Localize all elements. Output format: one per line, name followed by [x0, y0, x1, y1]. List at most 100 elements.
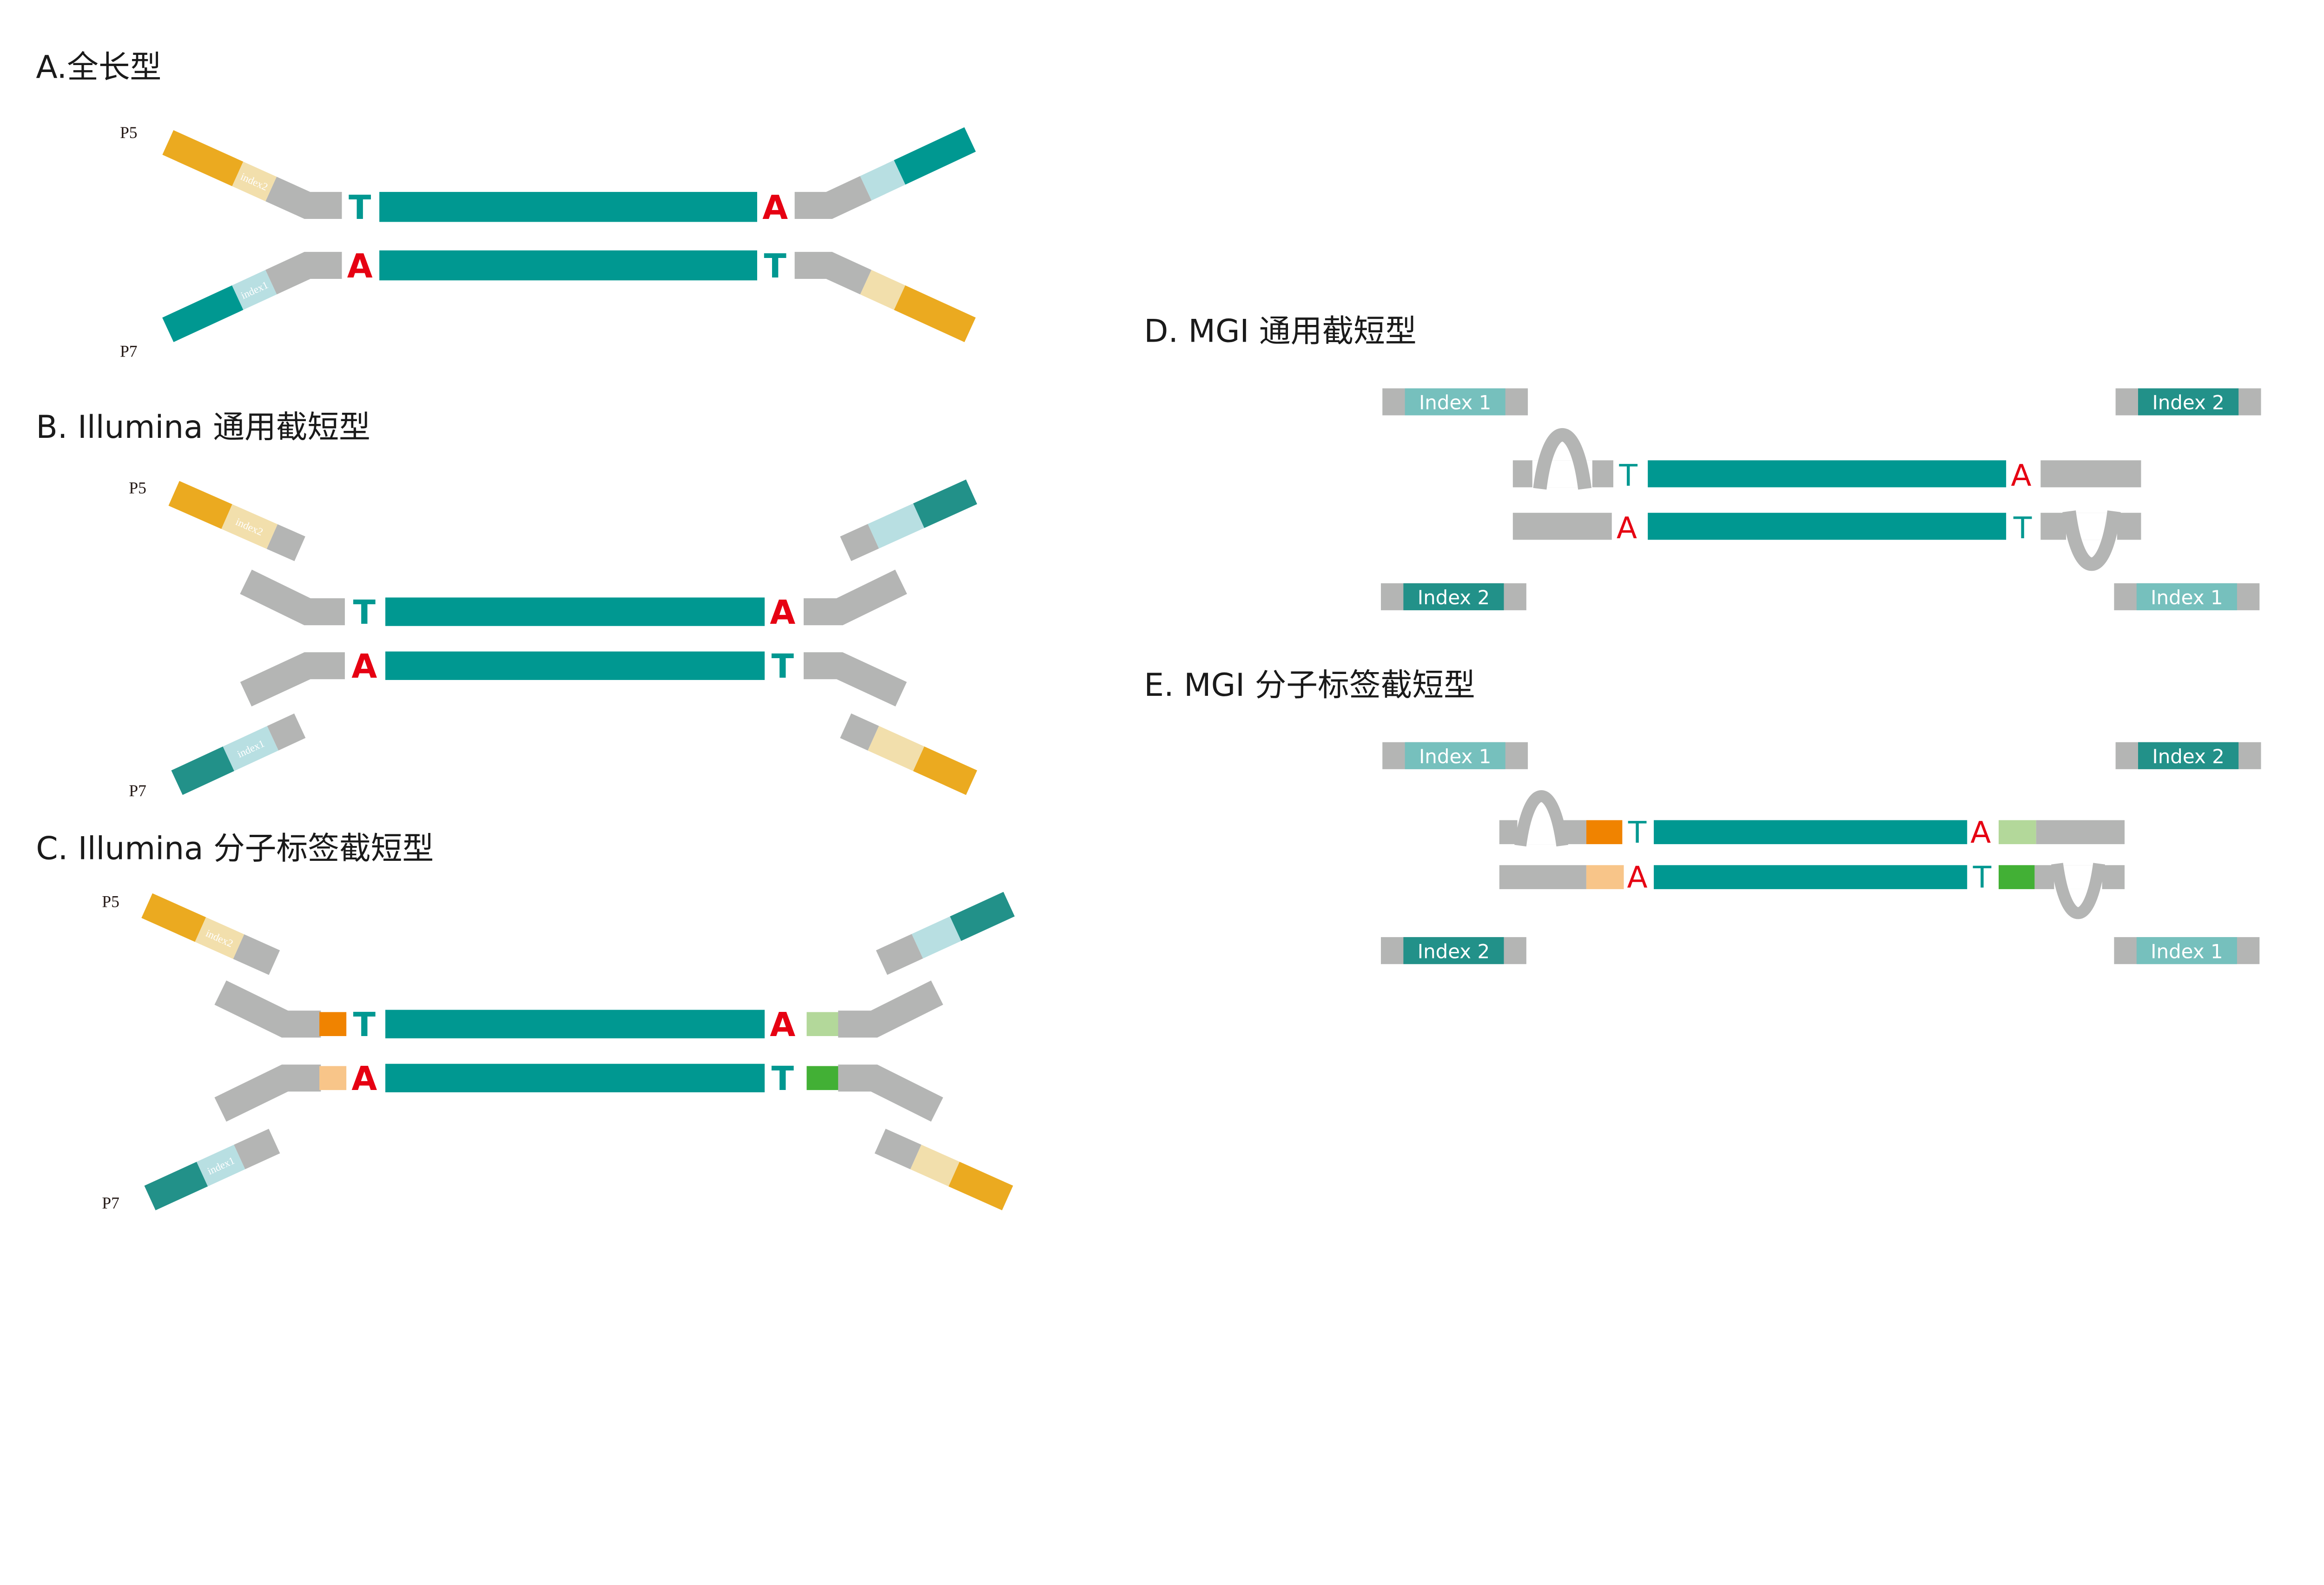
adapter-loop	[2051, 863, 2105, 919]
umi-segment	[1998, 865, 2035, 889]
p7-segment	[894, 127, 976, 185]
index2-segment	[868, 726, 924, 771]
index2-segment	[221, 504, 278, 549]
base-a: A	[1970, 815, 1991, 850]
panel-e-title: E. MGI 分子标签截短型	[1144, 667, 1475, 703]
index1-segment	[911, 916, 961, 959]
p5-segment	[162, 130, 244, 186]
adapter-strand	[233, 934, 280, 975]
index-label: Index 1	[1419, 391, 1491, 414]
index-label: Index 2	[2152, 745, 2224, 768]
p7-label: P7	[102, 1194, 119, 1212]
insert-dna	[385, 597, 765, 626]
index2-segment	[195, 917, 244, 959]
umi-segment	[806, 1066, 840, 1090]
adapter-loop	[1514, 790, 1569, 847]
panel-b-title: B. Illumina 通用截短型	[36, 409, 370, 445]
base-t: T	[1619, 458, 1638, 493]
base-t: T	[764, 247, 787, 285]
adapter-loop	[1533, 428, 1592, 490]
panel-a-title: A.全长型	[36, 49, 161, 86]
adapter-strand	[876, 934, 923, 975]
adapter-strand	[840, 524, 879, 561]
index2-segment	[910, 1144, 960, 1187]
index1-segment	[860, 160, 905, 201]
index-label: Index 2	[1418, 586, 1490, 609]
base-t: T	[1628, 815, 1647, 850]
umi-segment	[806, 1012, 840, 1037]
index-label: Index 1	[2151, 586, 2223, 609]
index2-segment	[232, 161, 277, 202]
adapter-strand	[840, 713, 879, 751]
adapter-strand	[2040, 460, 2141, 488]
p7-segment	[913, 479, 977, 528]
p5-segment	[894, 285, 976, 343]
base-a: A	[351, 647, 377, 686]
p5-segment	[913, 746, 977, 795]
index-segment	[1405, 388, 1505, 416]
umi-segment	[1586, 820, 1623, 845]
panel-d-title: D. MGI 通用截短型	[1144, 312, 1416, 349]
index1-segment	[868, 503, 924, 549]
index-label: Index 1	[2151, 940, 2223, 963]
adapter-strand	[267, 713, 306, 751]
umi-segment	[319, 1012, 347, 1037]
p7-label: P7	[120, 342, 137, 361]
base-t: T	[353, 593, 376, 632]
umi-segment	[1586, 865, 1624, 889]
adapter-strand	[804, 569, 907, 626]
index-segment	[2138, 742, 2239, 769]
adapter-strand	[1499, 865, 1586, 889]
adapter-loop	[2062, 510, 2121, 571]
p7-segment	[162, 285, 244, 343]
p7-segment	[950, 892, 1015, 941]
index-segment	[2136, 937, 2237, 964]
adapter-strand	[794, 176, 872, 219]
index-segment	[1405, 742, 1505, 769]
adapter-strand	[234, 1129, 280, 1169]
index-label: Index 1	[1419, 745, 1491, 768]
base-t: T	[2013, 511, 2032, 546]
insert-dna	[1654, 820, 1967, 845]
p5-label: P5	[120, 123, 137, 142]
index-segment	[2136, 583, 2237, 610]
insert-dna	[1648, 513, 2007, 540]
base-a: A	[770, 1005, 795, 1044]
base-a: A	[770, 593, 795, 632]
adapter-strand	[874, 1129, 922, 1169]
adapter-strand	[214, 980, 321, 1038]
insert-dna	[385, 651, 765, 680]
insert-dna	[379, 192, 758, 222]
adapter-strand	[804, 652, 907, 707]
index1-segment	[232, 270, 277, 310]
insert-dna	[1654, 865, 1967, 889]
adapter-strand	[240, 652, 345, 707]
insert-dna	[385, 1010, 765, 1038]
base-a: A	[1617, 511, 1637, 546]
adapter-strand	[838, 980, 944, 1038]
p5-label: P5	[129, 478, 146, 497]
adapter-strand	[240, 569, 345, 626]
base-a: A	[762, 188, 788, 227]
adapter-strand	[266, 524, 305, 561]
base-a: A	[2011, 458, 2031, 493]
index-segment	[1403, 937, 1504, 964]
adapter-strand	[838, 1064, 944, 1122]
p5-segment	[948, 1162, 1013, 1210]
adapter-strand	[2036, 820, 2125, 845]
insert-dna	[1648, 460, 2007, 488]
p5-label: P5	[102, 892, 119, 911]
base-t: T	[353, 1005, 376, 1044]
index2-segment	[860, 270, 905, 310]
p7-segment	[171, 746, 234, 795]
adapter-strand	[265, 177, 342, 219]
insert-dna	[379, 250, 758, 281]
adapter-strand	[214, 1064, 321, 1122]
base-a: A	[347, 247, 373, 285]
index1-segment	[223, 726, 279, 771]
umi-segment	[319, 1066, 347, 1090]
index-segment	[1403, 583, 1504, 610]
p5-segment	[141, 893, 206, 942]
p5-segment	[168, 481, 232, 529]
